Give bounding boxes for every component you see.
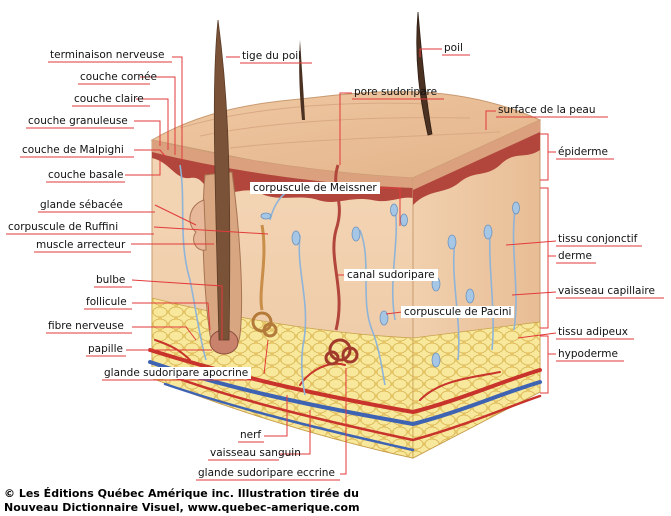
hair-right [299, 11, 433, 136]
leader-underlines [6, 54, 664, 481]
label-vaisseau-sanguin: vaisseau sanguin [210, 447, 301, 459]
label-hypoderme: hypoderme [558, 348, 618, 360]
label-couche-basale: couche basale [48, 169, 124, 181]
label-glande-apocrine: glande sudoripare apocrine [101, 367, 252, 379]
label-fibre-nerveuse: fibre nerveuse [48, 320, 124, 332]
label-tissu-adipeux: tissu adipeux [558, 326, 628, 338]
credit-line-1: © Les Éditions Québec Amérique inc. Illu… [4, 487, 359, 500]
label-vaisseau-capillaire: vaisseau capillaire [558, 285, 655, 297]
label-bulbe: bulbe [96, 274, 126, 286]
label-pore-sudoripare: pore sudoripare [354, 86, 438, 98]
label-papille: papille [88, 343, 123, 355]
label-nerf: nerf [240, 429, 262, 441]
label-corpuscule-ruffini: corpuscule de Ruffini [8, 221, 119, 233]
label-tige-du-poil: tige du poil [242, 50, 302, 62]
hair-follicle [202, 19, 243, 355]
nerve-endings [260, 201, 520, 368]
label-couche-cornee: couche cornée [80, 71, 157, 83]
sebaceous-gland [189, 199, 207, 251]
label-follicule: follicule [86, 296, 127, 308]
label-muscle-arrecteur: muscle arrecteur [36, 239, 126, 251]
side-section [412, 119, 541, 459]
label-couche-granuleuse: couche granuleuse [28, 115, 128, 127]
label-poil: poil [444, 42, 463, 54]
label-canal-sudoripare: canal sudoripare [344, 269, 438, 281]
label-tissu-conjonctif: tissu conjonctif [558, 233, 638, 245]
label-corpuscule-pacini: corpuscule de Pacini [401, 306, 515, 318]
label-corpuscule-meissner: corpuscule de Meissner [250, 182, 380, 194]
label-couche-claire: couche claire [74, 93, 144, 105]
label-derme: derme [558, 250, 592, 262]
label-glande-eccrine: glande sudoripare eccrine [198, 467, 335, 479]
label-glande-sebacee: glande sébacée [40, 199, 123, 211]
credit-line-2: Nouveau Dictionnaire Visuel, www.quebec-… [4, 501, 360, 514]
nerve-fibers [179, 164, 517, 396]
leader-lines [125, 48, 557, 475]
label-surface-peau: surface de la peau [498, 104, 596, 116]
label-couche-malpighi: couche de Malpighi [22, 144, 124, 156]
label-epiderme: épiderme [558, 146, 608, 158]
label-terminaison-nerveuse: terminaison nerveuse [50, 49, 165, 61]
